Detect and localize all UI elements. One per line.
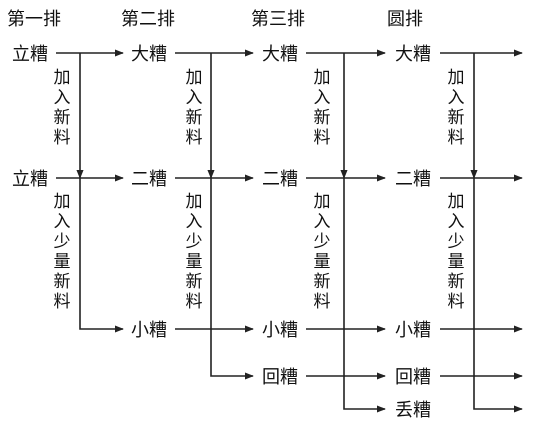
- note-add-new-col4: 加 入 新 料: [448, 68, 465, 148]
- svg-text:入: 入: [54, 212, 71, 232]
- svg-text:料: 料: [54, 128, 71, 148]
- svg-text:量: 量: [314, 252, 331, 272]
- split-r1-to-r2-bot: [79, 178, 124, 333]
- svg-text:新: 新: [448, 108, 465, 128]
- svg-text:料: 料: [314, 128, 331, 148]
- svg-text:入: 入: [186, 88, 203, 108]
- svg-text:加: 加: [314, 68, 331, 88]
- svg-text:量: 量: [186, 252, 203, 272]
- svg-text:少: 少: [54, 232, 71, 252]
- note-add-new-col2: 加 入 新 料: [186, 68, 203, 148]
- svg-text:入: 入: [314, 212, 331, 232]
- header-round-1: 第一排: [7, 9, 61, 30]
- svg-text:量: 量: [54, 252, 71, 272]
- svg-text:新: 新: [186, 272, 203, 292]
- note-add-little-new-col1: 加 入 少 量 新 料: [54, 192, 71, 312]
- svg-text:新: 新: [314, 108, 331, 128]
- svg-text:料: 料: [448, 292, 465, 312]
- svg-text:料: 料: [314, 292, 331, 312]
- note-add-little-new-col3: 加 入 少 量 新 料: [314, 192, 331, 312]
- node-r4-bot: 小糟: [395, 320, 431, 341]
- node-r4-return: 回糟: [395, 367, 431, 388]
- svg-text:料: 料: [54, 292, 71, 312]
- svg-text:加: 加: [314, 192, 331, 212]
- node-r2-bot: 小糟: [131, 320, 167, 341]
- node-r3-return: 回糟: [262, 367, 298, 388]
- node-r4-mid: 二糟: [395, 169, 431, 190]
- svg-text:加: 加: [186, 68, 203, 88]
- split-r3-to-r4-discard: [343, 178, 386, 413]
- svg-text:加: 加: [186, 192, 203, 212]
- svg-text:加: 加: [54, 68, 71, 88]
- svg-text:料: 料: [448, 128, 465, 148]
- svg-text:料: 料: [186, 292, 203, 312]
- header-round-2: 第二排: [121, 9, 175, 30]
- svg-text:入: 入: [314, 88, 331, 108]
- split-r4-discard-out: [473, 178, 523, 413]
- node-labels: 立糟 立糟 大糟 二糟 小糟 大糟 二糟 小糟 回糟 大糟 二糟 小糟 回糟 丢…: [12, 44, 431, 421]
- svg-text:加: 加: [448, 68, 465, 88]
- svg-text:入: 入: [54, 88, 71, 108]
- svg-text:入: 入: [448, 212, 465, 232]
- note-add-little-new-col4: 加 入 少 量 新 料: [448, 192, 465, 312]
- svg-text:量: 量: [448, 252, 465, 272]
- node-r1-top: 立糟: [12, 44, 48, 65]
- node-r1-mid: 立糟: [12, 169, 48, 190]
- svg-text:新: 新: [186, 108, 203, 128]
- svg-text:少: 少: [314, 232, 331, 252]
- node-r2-mid: 二糟: [131, 169, 167, 190]
- svg-text:新: 新: [54, 108, 71, 128]
- node-r2-top: 大糟: [131, 44, 167, 65]
- node-r3-bot: 小糟: [262, 320, 298, 341]
- column-headers: 第一排 第二排 第三排 圆排: [7, 9, 423, 30]
- node-r3-top: 大糟: [262, 44, 298, 65]
- svg-text:加: 加: [448, 192, 465, 212]
- node-r4-discard: 丢糟: [395, 400, 431, 421]
- svg-text:新: 新: [448, 272, 465, 292]
- svg-text:加: 加: [54, 192, 71, 212]
- svg-text:入: 入: [186, 212, 203, 232]
- note-add-little-new-col2: 加 入 少 量 新 料: [186, 192, 203, 312]
- svg-text:少: 少: [448, 232, 465, 252]
- notes-add-little-new: 加 入 少 量 新 料 加 入 少 量 新 料 加 入 少 量 新 料 加 入 …: [54, 192, 465, 312]
- header-final-round: 圆排: [387, 9, 423, 30]
- note-add-new-col1: 加 入 新 料: [54, 68, 71, 148]
- node-r3-mid: 二糟: [262, 169, 298, 190]
- svg-text:新: 新: [314, 272, 331, 292]
- node-r4-top: 大糟: [395, 44, 431, 65]
- header-round-3: 第三排: [251, 9, 305, 30]
- note-add-new-col3: 加 入 新 料: [314, 68, 331, 148]
- svg-text:入: 入: [448, 88, 465, 108]
- split-paths: [76, 53, 523, 413]
- svg-text:少: 少: [186, 232, 203, 252]
- notes-add-new: 加 入 新 料 加 入 新 料 加 入 新 料 加 入 新 料: [54, 68, 465, 148]
- svg-text:料: 料: [186, 128, 203, 148]
- split-r2-to-r3-return: [210, 178, 254, 380]
- svg-text:新: 新: [54, 272, 71, 292]
